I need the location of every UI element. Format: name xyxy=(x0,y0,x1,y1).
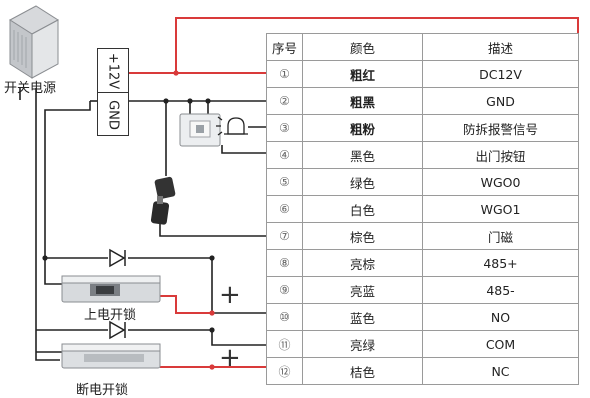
cell-no: ⑤ xyxy=(266,168,303,196)
cell-no: ⑨ xyxy=(266,276,303,304)
cell-desc: WGO1 xyxy=(422,195,579,223)
power-supply-icon xyxy=(9,5,59,79)
junction-dot xyxy=(173,70,179,76)
cell-color: 粗红 xyxy=(302,60,423,88)
cell-color: 亮绿 xyxy=(302,330,423,358)
plus-sign: + xyxy=(219,343,241,373)
exit-button-icon xyxy=(179,113,221,147)
electric-lock-icon xyxy=(61,275,161,303)
cell-color: 蓝色 xyxy=(302,303,423,331)
junction-dot xyxy=(209,310,215,316)
header-no: 序号 xyxy=(266,33,303,61)
cell-desc: 485- xyxy=(422,276,579,304)
terminal-12v-label: +12V xyxy=(105,52,121,89)
cell-desc: WGO0 xyxy=(422,168,579,196)
cell-color: 桔色 xyxy=(302,357,423,385)
cell-desc: DC12V xyxy=(422,60,579,88)
cell-no: ④ xyxy=(266,141,303,169)
cell-color: 亮蓝 xyxy=(302,276,423,304)
cell-no: ⑩ xyxy=(266,303,303,331)
cell-color: 白色 xyxy=(302,195,423,223)
cell-no: ① xyxy=(266,60,303,88)
cell-color: 粗黑 xyxy=(302,87,423,115)
cell-desc: GND xyxy=(422,87,579,115)
cell-no: ⑥ xyxy=(266,195,303,223)
electric-lock-icon xyxy=(61,343,161,369)
terminal-block: +12V GND xyxy=(97,48,129,136)
cell-color: 亮棕 xyxy=(302,249,423,277)
junction-dot xyxy=(42,255,48,261)
junction-dot xyxy=(205,98,211,104)
cell-no: ⑦ xyxy=(266,222,303,250)
lock-red-wires xyxy=(160,295,266,368)
door-sensor-icon xyxy=(150,176,176,225)
terminal-gnd: GND xyxy=(98,92,128,136)
cell-color: 绿色 xyxy=(302,168,423,196)
plus-sign: + xyxy=(219,280,241,310)
cell-no: ⑫ xyxy=(266,357,303,385)
junction-dot xyxy=(209,364,215,370)
header-color: 颜色 xyxy=(302,33,423,61)
exit-button-wire xyxy=(221,145,266,154)
junction-dot xyxy=(209,327,215,333)
junction-dot xyxy=(187,98,193,104)
cell-desc: 出门按钮 xyxy=(422,141,579,169)
cell-no: ② xyxy=(266,87,303,115)
cell-desc: NO xyxy=(422,303,579,331)
diode-icon xyxy=(109,248,126,268)
cell-color: 粗粉 xyxy=(302,114,423,142)
table-header-row: 序号 颜色 描述 xyxy=(266,33,579,61)
junction-dot xyxy=(163,98,169,104)
cell-desc: COM xyxy=(422,330,579,358)
cell-color: 黑色 xyxy=(302,141,423,169)
cell-desc: 防拆报警信号 xyxy=(422,114,579,142)
terminal-gnd-label: GND xyxy=(105,99,121,130)
cell-desc: 485+ xyxy=(422,249,579,277)
psu-leads xyxy=(19,88,97,361)
cell-no: ⑧ xyxy=(266,249,303,277)
diode-icon xyxy=(109,320,126,340)
cell-desc: 门磁 xyxy=(422,222,579,250)
cell-no: ⑪ xyxy=(266,330,303,358)
lock-power-on-label: 上电开锁 xyxy=(84,308,137,323)
door-sensor-wire xyxy=(159,101,266,237)
alarm-bell-icon xyxy=(216,116,248,136)
header-desc: 描述 xyxy=(422,33,579,61)
terminal-12v: +12V xyxy=(98,49,128,92)
junction-dot xyxy=(209,255,215,261)
power-supply-label: 开关电源 xyxy=(4,81,57,96)
cell-color: 棕色 xyxy=(302,222,423,250)
cell-no: ③ xyxy=(266,114,303,142)
cell-desc: NC xyxy=(422,357,579,385)
lock-power-off-label: 断电开锁 xyxy=(76,383,129,398)
